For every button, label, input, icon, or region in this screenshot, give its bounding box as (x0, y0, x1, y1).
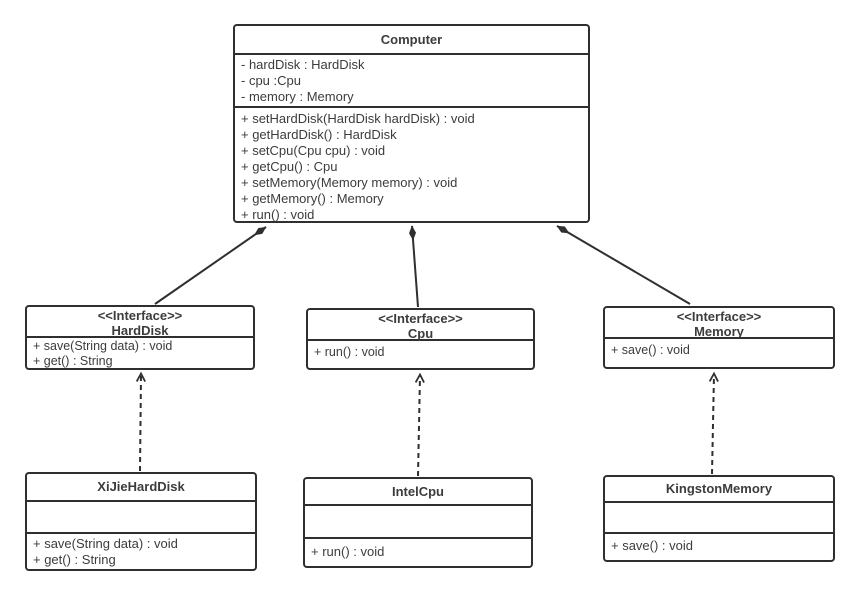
class-intelcpu-methods: + run() : void (305, 539, 531, 559)
interface-memory-title: <<Interface>> Memory (605, 308, 833, 339)
class-intelcpu-attributes-empty (305, 506, 531, 539)
method-row: + run() : void (311, 544, 385, 559)
interface-cpu-methods: + run() : void (308, 341, 533, 360)
method-row: + setCpu(Cpu cpu) : void (241, 143, 386, 158)
class-kingstonmemory: KingstonMemory + save() : void (603, 475, 835, 562)
class-xijieharddisk-methods: + save(String data) : void + get() : Str… (27, 534, 255, 568)
composition-edge-harddisk (154, 226, 267, 305)
stereotype-label: <<Interface>> (97, 308, 183, 323)
attribute-row: - memory : Memory (241, 89, 354, 104)
realization-edge-intelcpu (414, 372, 425, 477)
stereotype-label: <<Interface>> (378, 311, 463, 326)
method-row: + setMemory(Memory memory) : void (241, 175, 458, 190)
realization-edge-xijieharddisk (135, 371, 146, 472)
interface-cpu: <<Interface>> Cpu + run() : void (306, 308, 535, 370)
method-row: + run() : void (241, 207, 315, 222)
class-xijieharddisk-attributes-empty (27, 502, 255, 534)
class-kingstonmemory-name: KingstonMemory (605, 477, 833, 503)
method-row: + save(String data) : void (33, 339, 173, 353)
class-computer: Computer - hardDisk : HardDisk - cpu :Cp… (233, 24, 590, 223)
method-row: + getHardDisk() : HardDisk (241, 127, 397, 142)
interface-memory-name: Memory (694, 324, 744, 339)
composition-edge-cpu (409, 225, 419, 308)
stereotype-label: <<Interface>> (676, 309, 762, 324)
method-row: + getMemory() : Memory (241, 191, 384, 206)
realization-edge-kingstonmemory (708, 371, 719, 475)
method-row: + run() : void (314, 345, 385, 359)
class-kingstonmemory-methods: + save() : void (605, 534, 833, 553)
interface-cpu-title: <<Interface>> Cpu (308, 310, 533, 341)
interface-memory: <<Interface>> Memory + save() : void (603, 306, 835, 369)
interface-cpu-name: Cpu (407, 326, 434, 341)
method-row: + setHardDisk(HardDisk hardDisk) : void (241, 111, 475, 126)
method-row: + get() : String (33, 353, 113, 368)
method-row: + save(String data) : void (33, 536, 178, 551)
attribute-row: - cpu :Cpu (241, 73, 301, 88)
class-xijieharddisk-name: XiJieHardDisk (27, 474, 255, 502)
interface-harddisk-methods: + save(String data) : void + get() : Str… (27, 338, 253, 368)
class-computer-methods: + setHardDisk(HardDisk hardDisk) : void … (235, 108, 588, 223)
method-row: + save() : void (611, 538, 694, 553)
method-row: + getCpu() : Cpu (241, 159, 338, 174)
class-xijieharddisk: XiJieHardDisk + save(String data) : void… (25, 472, 257, 571)
interface-harddisk-title: <<Interface>> HardDisk (27, 307, 253, 338)
interface-memory-methods: + save() : void (605, 339, 833, 358)
class-kingstonmemory-attributes-empty (605, 503, 833, 534)
composition-edge-memory (556, 225, 691, 305)
class-computer-attributes: - hardDisk : HardDisk - cpu :Cpu - memor… (235, 55, 588, 108)
class-intelcpu-name: IntelCpu (305, 479, 531, 506)
interface-harddisk: <<Interface>> HardDisk + save(String dat… (25, 305, 255, 370)
method-row: + save() : void (611, 343, 690, 357)
attribute-row: - hardDisk : HardDisk (241, 57, 365, 72)
method-row: + get() : String (33, 552, 116, 567)
class-intelcpu: IntelCpu + run() : void (303, 477, 533, 568)
class-computer-name: Computer (235, 26, 588, 55)
interface-harddisk-name: HardDisk (111, 323, 169, 338)
